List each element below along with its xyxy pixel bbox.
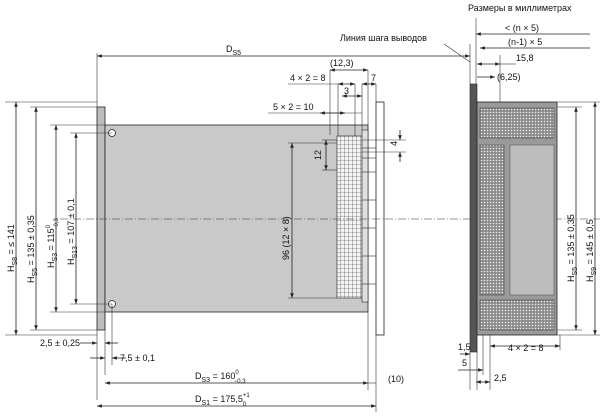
pcb-board <box>104 124 369 313</box>
svg-text:15,8: 15,8 <box>516 53 534 63</box>
svg-text:HS5 = 135 ± 0,35: HS5 = 135 ± 0,35 <box>26 215 39 283</box>
svg-text:12: 12 <box>313 150 323 160</box>
svg-text:(n-1) × 5: (n-1) × 5 <box>508 37 542 47</box>
pin-pitch-line-leader: Линия шага выводов <box>340 33 471 84</box>
connector-contacts <box>362 147 376 285</box>
svg-text:7: 7 <box>371 73 376 83</box>
dim-10: (10) <box>368 335 404 412</box>
svg-text:DS5: DS5 <box>226 44 241 57</box>
svg-text:(10): (10) <box>388 374 404 384</box>
dim-r-bottom: 1,5 4 × 2 = 8 5 2,5 <box>458 335 561 390</box>
dim-96: 96 (12 × 8) <box>281 142 337 299</box>
backplane-edge <box>375 101 385 336</box>
dim-d-s5: DS5 <box>96 44 470 107</box>
dim-7-5-01: 7,5 ± 0,1 <box>90 304 155 365</box>
svg-text:HS8 = ≤ 141: HS8 = ≤ 141 <box>6 224 19 272</box>
svg-text:HS13 = 107 ± 0,1: HS13 = 107 ± 0,1 <box>66 198 79 265</box>
connector-strip <box>361 129 369 303</box>
side-pin-column <box>479 144 505 296</box>
dim-5x2: 5 × 2 = 10 <box>268 102 362 115</box>
svg-text:2,5 ± 0,25: 2,5 ± 0,25 <box>40 338 80 348</box>
svg-text:1,5: 1,5 <box>458 342 471 352</box>
dim-d-s3: DS3 = 1600−0,3 <box>105 312 369 390</box>
svg-text:(6,25): (6,25) <box>497 72 521 82</box>
svg-text:5: 5 <box>462 358 467 368</box>
svg-text:4 × 2 = 8: 4 × 2 = 8 <box>290 73 326 83</box>
svg-text:5 × 2 = 10: 5 × 2 = 10 <box>273 102 314 112</box>
svg-text:< (n × 5): < (n × 5) <box>505 23 539 33</box>
dim-h-s8: HS8 = ≤ 141 <box>5 101 97 336</box>
dim-r-n5: < (n × 5) <box>475 18 590 84</box>
svg-text:3: 3 <box>344 86 349 96</box>
front-panel <box>96 106 106 331</box>
dim-4: 4 <box>362 130 406 162</box>
dim-r-n1x5: (n-1) × 5 <box>480 37 590 50</box>
svg-text:7,5 ± 0,1: 7,5 ± 0,1 <box>120 353 155 363</box>
dim-12-3: (12,3) <box>329 58 369 135</box>
dim-h-s13: HS13 = 107 ± 0,1 <box>66 132 112 305</box>
dim-4x2-3-7: 4 × 2 = 8 7 3 <box>288 73 377 136</box>
svg-text:HS3 = 1150−0,3: HS3 = 1150−0,3 <box>46 217 60 268</box>
svg-text:DS3 = 1600−0,3: DS3 = 1600−0,3 <box>195 370 246 385</box>
svg-text:2,5: 2,5 <box>494 373 507 383</box>
dim-h-s5: HS5 = 135 ± 0,35 <box>26 106 97 331</box>
svg-text:HS9 = 145 ± 0,5: HS9 = 145 ± 0,5 <box>585 219 598 282</box>
dim-12: 12 <box>313 139 337 171</box>
units-note: Размеры в миллиметрах <box>468 3 572 13</box>
svg-text:(12,3): (12,3) <box>330 58 354 68</box>
side-pin-rows-top <box>479 107 555 139</box>
dim-r-6-25: (6,25) <box>477 72 521 82</box>
dim-h-s3: HS3 = 1150−0,3 <box>46 124 105 313</box>
side-pin-rows-bottom <box>479 299 555 331</box>
side-backplane <box>469 83 478 353</box>
svg-text:4: 4 <box>389 141 399 146</box>
dim-2-5-025: 2,5 ± 0,25 <box>40 312 118 400</box>
svg-text:Линия шага выводов: Линия шага выводов <box>340 33 427 43</box>
svg-text:4 × 2 = 8: 4 × 2 = 8 <box>508 343 544 353</box>
side-connector-face <box>509 144 555 296</box>
dim-r-h-s9: HS9 = 145 ± 0,5 <box>557 101 600 336</box>
svg-text:96 (12 × 8): 96 (12 × 8) <box>281 216 291 260</box>
dim-r-h-s5: HS5 = 135 ± 0,35 <box>557 106 582 331</box>
connector-pin-field <box>336 135 363 299</box>
svg-text:DS1 = 175,5+10: DS1 = 175,5+10 <box>195 393 250 408</box>
dim-r-15-8: 15,8 <box>477 53 534 102</box>
svg-text:HS5 = 135 ± 0,35: HS5 = 135 ± 0,35 <box>566 214 579 282</box>
